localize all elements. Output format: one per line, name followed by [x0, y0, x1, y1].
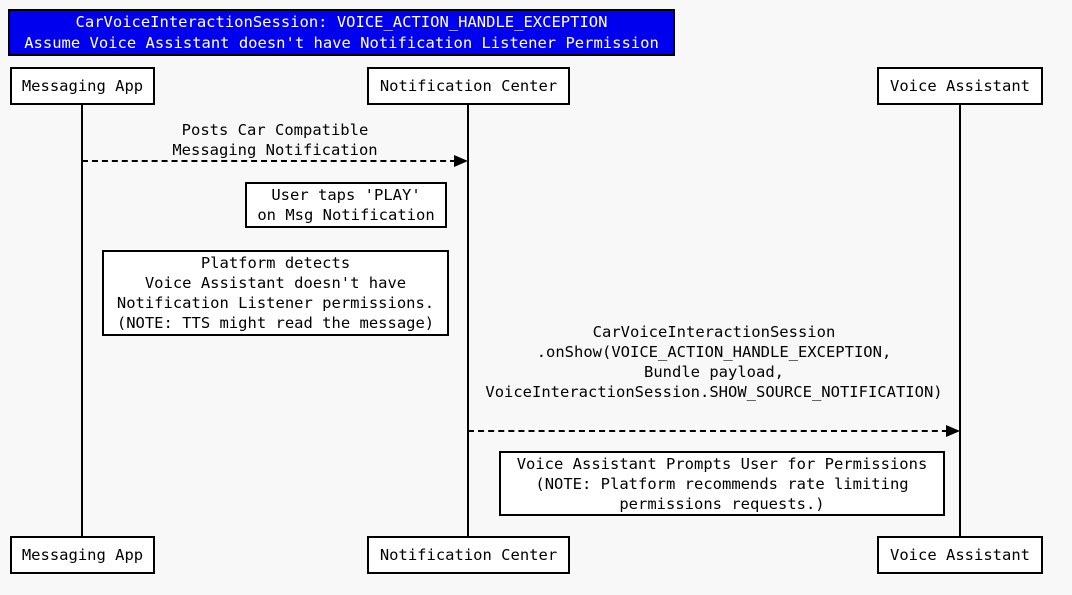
participant-label: Notification Center [379, 546, 558, 564]
message-2-arrow-line [468, 430, 958, 432]
participant-label: Notification Center [379, 77, 558, 95]
participant-label: Messaging App [21, 546, 144, 564]
message-1-arrowhead-icon [454, 155, 468, 167]
lifeline-notification-center [467, 105, 469, 536]
message-2-label-line4: VoiceInteractionSession.SHOW_SOURCE_NOTI… [485, 383, 943, 401]
message-2-label: CarVoiceInteractionSession .onShow(VOICE… [468, 322, 960, 402]
participant-notification-center-bottom: Notification Center [367, 536, 570, 574]
message-2-label-line1: CarVoiceInteractionSession [592, 323, 836, 341]
note-line: on Msg Notification [257, 206, 435, 224]
participant-notification-center-top: Notification Center [367, 67, 570, 105]
participant-messaging-app-top: Messaging App [10, 67, 155, 105]
note-line: (NOTE: TTS might read the message) [116, 314, 435, 332]
participant-label: Voice Assistant [890, 546, 1030, 564]
diagram-title-line2: Assume Voice Assistant doesn't have Noti… [24, 33, 659, 52]
note-line: Voice Assistant Prompts User for Permiss… [516, 454, 928, 473]
message-1-label-line2: Messaging Notification [172, 141, 378, 159]
message-1-label: Posts Car Compatible Messaging Notificat… [82, 120, 468, 160]
note-platform-detects: Platform detects Voice Assistant doesn't… [102, 250, 449, 336]
note-line: (NOTE: Platform recommends rate limiting [535, 474, 909, 493]
message-1-label-line1: Posts Car Compatible [181, 121, 369, 139]
diagram-title: CarVoiceInteractionSession: VOICE_ACTION… [8, 9, 675, 56]
participant-label: Voice Assistant [890, 77, 1030, 95]
participant-voice-assistant-top: Voice Assistant [877, 67, 1043, 105]
note-line: User taps 'PLAY' [271, 186, 421, 204]
note-line: permissions requests.) [619, 494, 825, 513]
note-line: Notification Listener permissions. [116, 294, 435, 312]
lifeline-messaging-app [81, 105, 83, 536]
message-2-arrowhead-icon [946, 425, 960, 437]
participant-label: Messaging App [21, 77, 144, 95]
note-line: Platform detects [200, 254, 351, 272]
message-1-arrow-line [82, 160, 466, 162]
message-2-label-line2: .onShow(VOICE_ACTION_HANDLE_EXCEPTION, [536, 343, 892, 361]
participant-voice-assistant-bottom: Voice Assistant [877, 536, 1043, 574]
participant-messaging-app-bottom: Messaging App [10, 536, 155, 574]
lifeline-voice-assistant [959, 105, 961, 536]
note-voice-assistant-prompts: Voice Assistant Prompts User for Permiss… [499, 451, 945, 516]
diagram-title-line1: CarVoiceInteractionSession: VOICE_ACTION… [75, 12, 608, 31]
note-line: Voice Assistant doesn't have [144, 274, 407, 292]
message-2-label-line3: Bundle payload, [644, 363, 784, 381]
note-user-taps-play: User taps 'PLAY' on Msg Notification [245, 182, 447, 228]
